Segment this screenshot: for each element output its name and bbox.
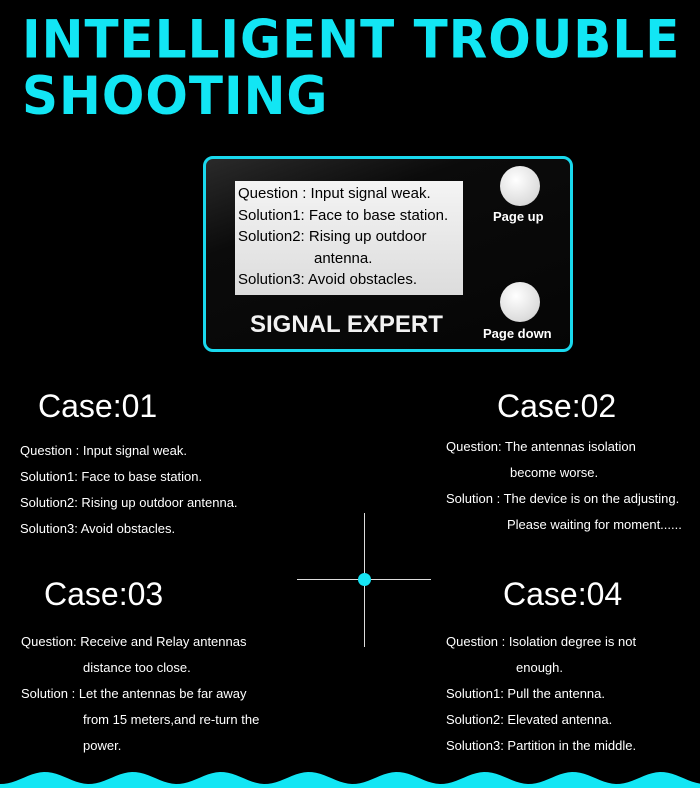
case-02-text: Question: The antennas isolation become … xyxy=(446,434,682,538)
case-line: Question : Input signal weak. xyxy=(20,443,187,458)
case-line: Solution1: Pull the antenna. xyxy=(446,686,606,701)
case-line: Question : Isolation degree is not xyxy=(446,634,637,649)
screen-line: Solution3: Avoid obstacles. xyxy=(238,271,418,288)
page-up-label: Page up xyxy=(493,209,544,224)
case-line: enough. xyxy=(516,660,563,675)
case-01-text: Question : Input signal weak. Solution1:… xyxy=(20,438,238,542)
case-line: Question: The antennas isolation xyxy=(446,439,636,454)
page-down-label: Page down xyxy=(483,326,552,341)
case-line: Solution : The device is on the adjustin… xyxy=(446,491,680,506)
wave-decoration xyxy=(0,772,700,788)
case-03-text: Question: Receive and Relay antennas dis… xyxy=(21,629,259,759)
case-04-text: Question : Isolation degree is not enoug… xyxy=(446,629,636,759)
signal-expert-device: Question : Input signal weak. Solution1:… xyxy=(203,156,573,352)
device-screen: Question : Input signal weak. Solution1:… xyxy=(235,181,463,295)
device-brand: SIGNAL EXPERT xyxy=(250,311,443,338)
case-line: Solution : Let the antennas be far away xyxy=(21,686,247,701)
case-line: become worse. xyxy=(510,465,599,480)
case-line: Solution3: Partition in the middle. xyxy=(446,738,637,753)
case-02-heading: Case:02 xyxy=(497,388,617,424)
case-01-heading: Case:01 xyxy=(38,388,158,424)
case-line: from 15 meters,and re-turn the xyxy=(83,712,260,727)
screen-line: Solution1: Face to base station. xyxy=(238,206,449,224)
case-03-heading: Case:03 xyxy=(44,576,164,612)
title-line-2: SHOOTING xyxy=(22,65,329,127)
case-04-heading: Case:04 xyxy=(503,576,623,612)
screen-line: antenna. xyxy=(314,249,373,267)
case-line: distance too close. xyxy=(83,660,191,675)
page-title: INTELLIGENT TROUBLE SHOOTING xyxy=(22,11,680,124)
case-line: Solution2: Elevated antenna. xyxy=(446,712,613,727)
screen-line: Question : Input signal weak. xyxy=(238,185,431,202)
page-down-button[interactable] xyxy=(500,282,540,322)
case-line: Solution1: Face to base station. xyxy=(20,469,203,484)
case-line: power. xyxy=(83,738,122,753)
case-line: Solution2: Rising up outdoor antenna. xyxy=(20,495,238,510)
crosshair-center-dot xyxy=(358,573,371,586)
case-line: Solution3: Avoid obstacles. xyxy=(20,521,176,536)
page-up-button[interactable] xyxy=(500,166,540,206)
case-line: Please waiting for moment...... xyxy=(507,517,682,532)
screen-line: Solution2: Rising up outdoor xyxy=(238,228,427,245)
title-line-1: INTELLIGENT TROUBLE xyxy=(22,9,681,71)
case-line: Question: Receive and Relay antennas xyxy=(21,634,247,649)
